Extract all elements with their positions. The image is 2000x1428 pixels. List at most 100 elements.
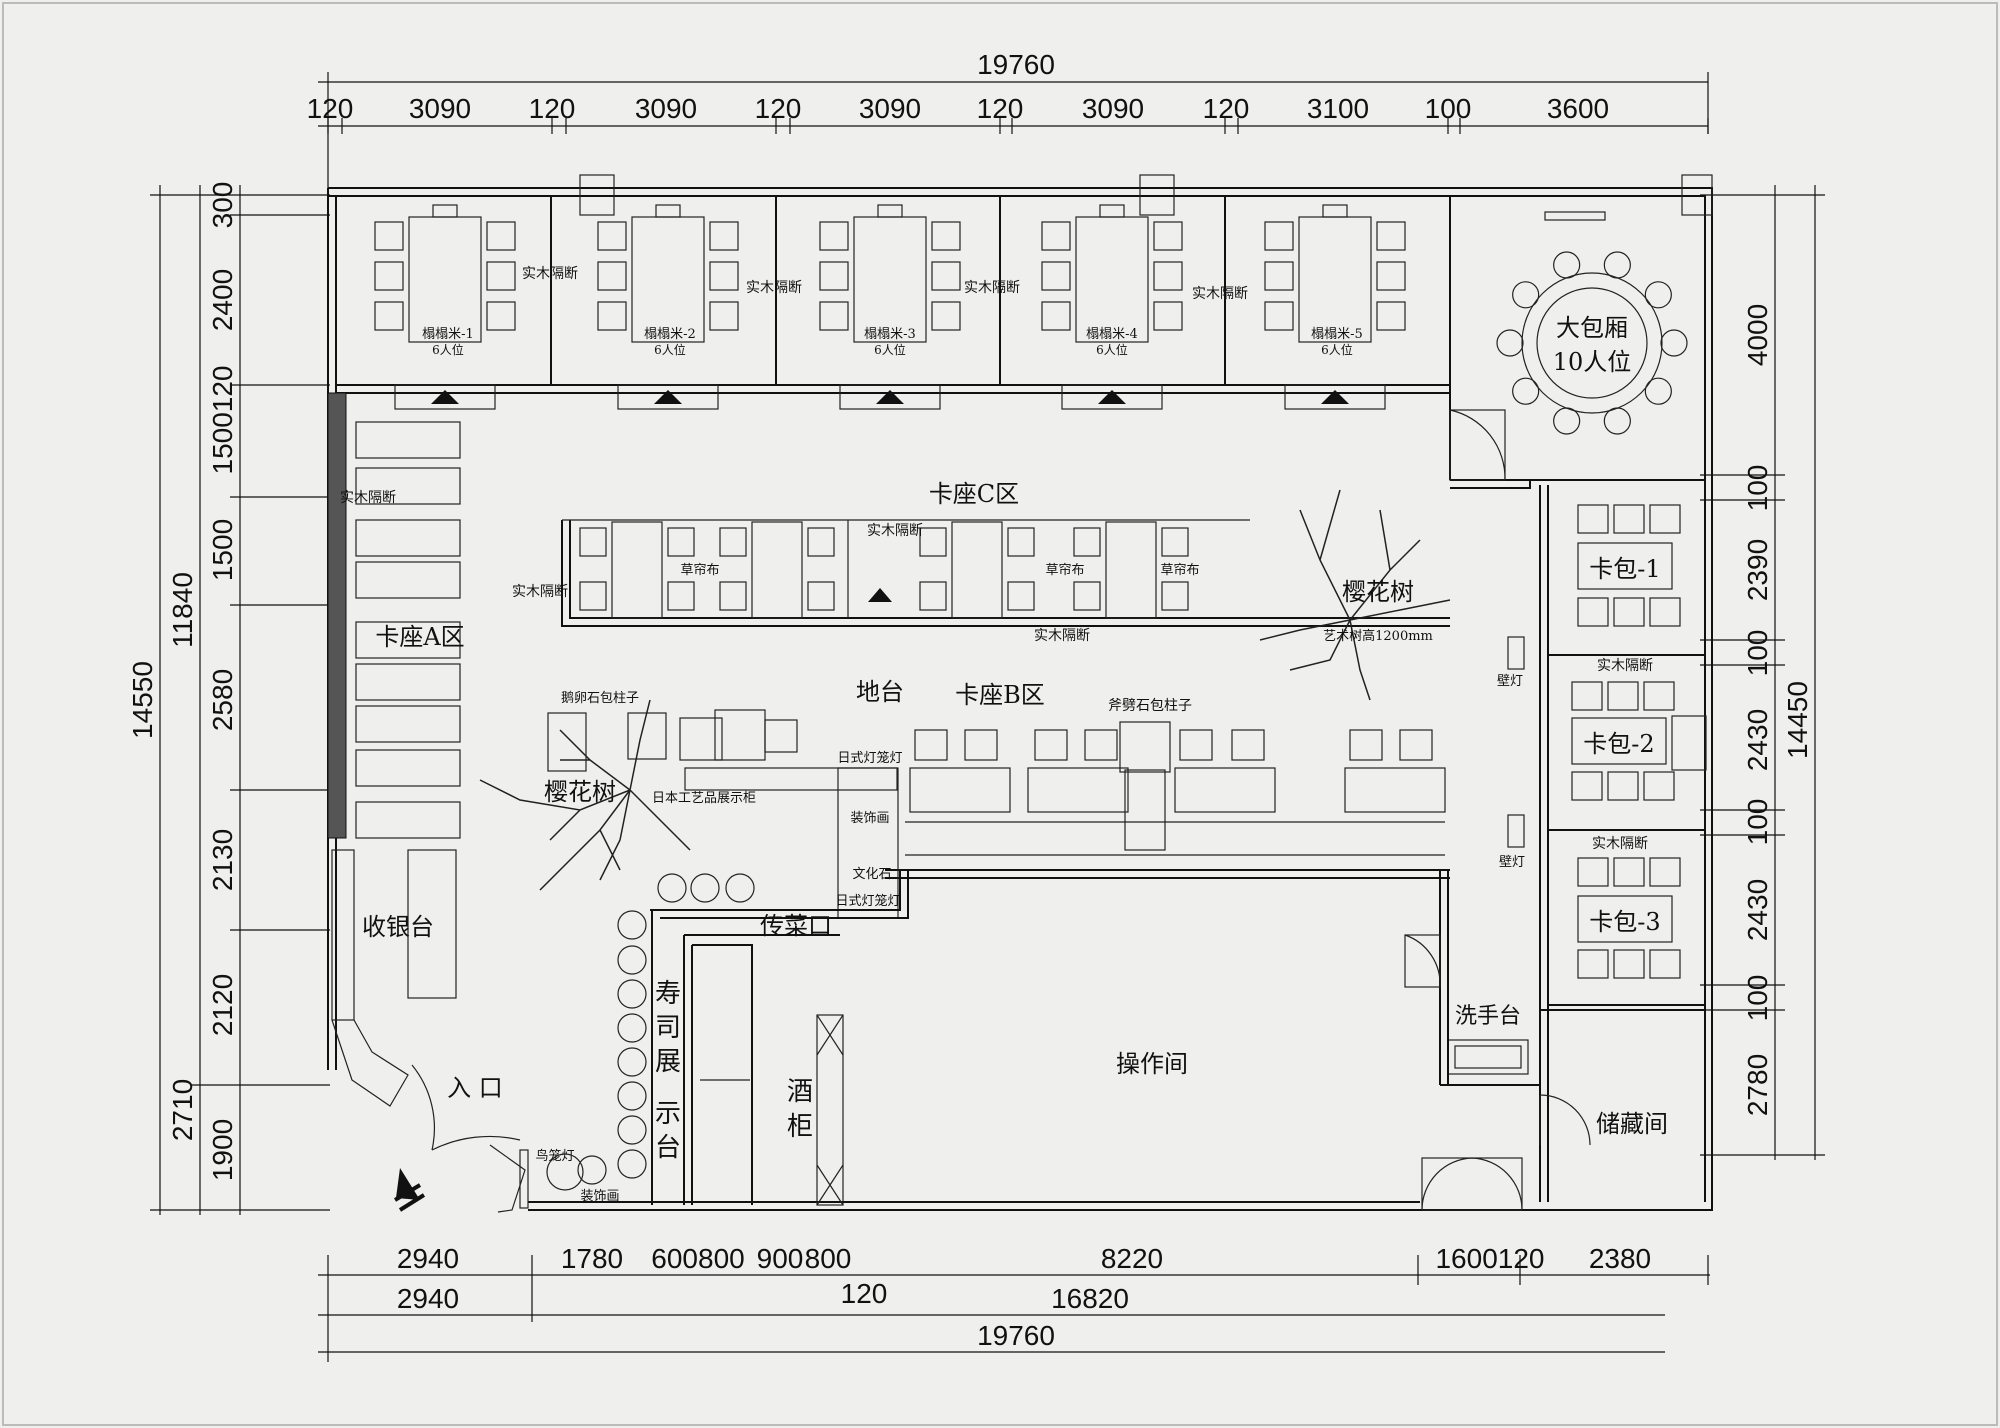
booth-chair [1643, 681, 1675, 711]
zone-b-chair [1231, 729, 1265, 761]
zone-c-table [951, 521, 1003, 619]
room-chair [374, 301, 404, 331]
top-dim-6: 3090 [859, 93, 921, 124]
top-dim-7: 120 [977, 93, 1024, 124]
platform-label: 地台 [856, 678, 904, 706]
top-dim-11: 100 [1425, 93, 1472, 124]
zone-b-chair [1399, 729, 1433, 761]
wall-lamp-label-2: 壁灯 [1499, 855, 1525, 870]
booth-chair [1607, 771, 1639, 801]
partition-label-3: 实木隔断 [964, 280, 1020, 296]
private-room-4-name: 榻榻米-4 [1086, 327, 1138, 342]
right-dim-2430-b: 2430 [1742, 879, 1773, 941]
stone-pillar-a-label: 鹅卵石包柱子 [561, 690, 639, 706]
zone-c-chair [1161, 581, 1189, 611]
left-dim-2130: 2130 [207, 829, 238, 891]
room-chair [1041, 261, 1071, 291]
booth-chair [1571, 771, 1603, 801]
big-room-chair [1496, 329, 1524, 357]
straw-curtain-label-2: 草帘布 [1045, 562, 1084, 578]
room-chair [486, 301, 516, 331]
zone-a-seat [355, 621, 461, 659]
stone-pillar-b-label: 斧劈石包柱子 [1108, 697, 1192, 714]
sushi-counter-char-4: 示 [655, 1099, 681, 1129]
zone-b-chair [914, 729, 948, 761]
zone-c-chair [1073, 527, 1101, 557]
booth-1-label: 卡包-1 [1589, 555, 1660, 583]
sakura-tree-right [1259, 489, 1451, 701]
big-room-chair [1660, 329, 1688, 357]
zone-b-chair [1349, 729, 1383, 761]
booth-2-label: 卡包-2 [1583, 730, 1654, 758]
sushi-counter-char-2: 司 [655, 1013, 681, 1043]
top-dim-2: 3090 [409, 93, 471, 124]
sakura-tree-left [479, 699, 691, 891]
bottom-dim-1780: 1780 [561, 1243, 623, 1274]
japanese-lamp-label-1: 日式灯笼灯 [837, 750, 902, 766]
room-door-step [617, 384, 719, 410]
room-chair [819, 221, 849, 251]
zone-c-chair [807, 527, 835, 557]
private-room-3-name: 榻榻米-3 [864, 327, 916, 342]
bottom-dim-2940-a: 2940 [397, 1243, 459, 1274]
right-dim-2780: 2780 [1742, 1054, 1773, 1116]
private-room-1-name: 榻榻米-1 [422, 327, 474, 342]
sushi-counter-char-5: 台 [655, 1133, 681, 1163]
top-segment-dimensions: 120 3090 120 3090 120 3090 120 3090 120 … [307, 93, 1610, 124]
zone-a-seat [355, 801, 461, 839]
sushi-stool [725, 873, 755, 903]
booth-3-label: 卡包-3 [1589, 908, 1660, 936]
room-door-step [394, 384, 496, 410]
zone-c-table [1105, 521, 1157, 619]
room-table [631, 216, 705, 343]
straw-curtain-label-1: 草帘布 [680, 562, 719, 578]
zone-a-seat [355, 749, 461, 787]
storage-room [1421, 1094, 1591, 1211]
zone-c-table [751, 521, 803, 619]
room-chair [1264, 221, 1294, 251]
zone-b-table [909, 767, 1011, 813]
booth-3-table [1577, 895, 1673, 943]
display-cabinet-label: 日本工艺品展示柜 [652, 791, 756, 806]
zone-c-chair [919, 581, 947, 611]
sushi-stool [617, 979, 647, 1009]
private-room-4-seats: 6人位 [1096, 342, 1128, 357]
bottom-dim-2380: 2380 [1589, 1243, 1651, 1274]
entrance-arrow-icon [393, 1168, 426, 1212]
sushi-stool [617, 1013, 647, 1043]
straw-curtain-label-3: 草帘布 [1160, 562, 1199, 578]
private-room-2-name: 榻榻米-2 [644, 327, 696, 342]
serving-window-label: 传菜口 [760, 912, 832, 940]
room-tv-niche [1322, 204, 1348, 218]
room-chair [1041, 301, 1071, 331]
top-dimension-lines [318, 72, 1709, 190]
right-dim-100-c: 100 [1742, 799, 1773, 846]
entrance-label: 入 口 [447, 1074, 503, 1102]
plant-pot [577, 1155, 607, 1185]
room-chair [486, 221, 516, 251]
sushi-stool [617, 1115, 647, 1145]
left-dim-14550: 14550 [127, 661, 158, 739]
zone-b-chair [964, 729, 998, 761]
room-tv-niche [877, 204, 903, 218]
cashier-label: 收银台 [362, 913, 434, 941]
big-room [1449, 211, 1705, 489]
booth-chair [1649, 597, 1681, 627]
room-entry-arrow [431, 390, 459, 404]
right-dim-2430-a: 2430 [1742, 709, 1773, 771]
booth-chair [1649, 857, 1681, 887]
room-chair [709, 301, 739, 331]
bottom-dimension-lines [318, 1255, 1710, 1362]
top-total-dimension: 19760 [977, 49, 1055, 80]
wine-cabinet-char-2: 柜 [787, 1112, 813, 1142]
left-dim-1500120: 1500120 [207, 365, 238, 474]
storage-room-label: 储藏间 [1596, 1110, 1668, 1138]
big-room-name: 大包厢 [1556, 314, 1628, 342]
left-dim-11840: 11840 [167, 572, 198, 648]
big-room-chair [1603, 407, 1631, 435]
zone-b-table [1027, 767, 1129, 813]
top-dim-9: 120 [1203, 93, 1250, 124]
zone-a-seat [355, 705, 461, 743]
zone-b-label: 卡座B区 [955, 681, 1045, 709]
room-chair [374, 261, 404, 291]
